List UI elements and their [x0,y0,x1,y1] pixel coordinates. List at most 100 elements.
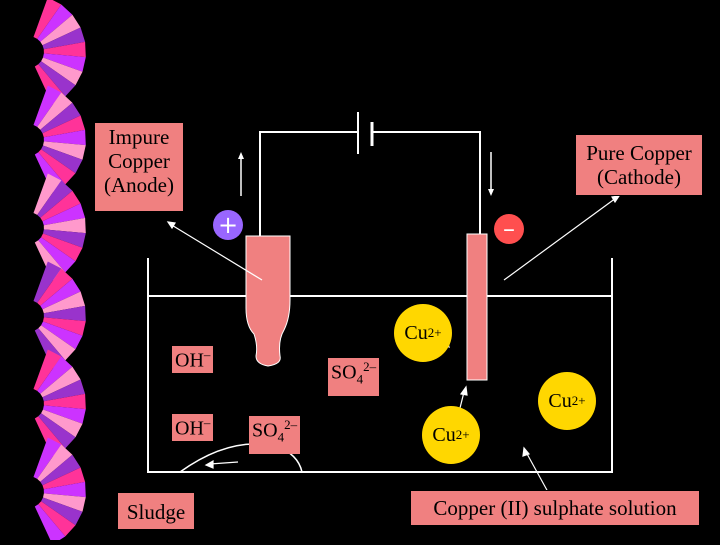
sulphate-ion-1: SO42– [328,358,380,396]
anode-electrode [245,235,291,367]
sludge-label-text: Sludge [126,500,186,524]
border-ribbon-segment [43,217,86,234]
sludge-label: Sludge [117,492,195,530]
cathode-electrode [466,233,488,381]
ion-subscript: 4 [277,429,285,445]
solution-label: Copper (II) sulphate solution [410,490,700,526]
border-ribbon-segment [33,85,62,127]
border-ribbon-segment [41,497,83,526]
border-ribbon-segment [43,481,86,498]
ion-subscript: 4 [356,371,364,387]
anode-plus-sign: + [213,210,243,240]
border-ribbon-segment [41,409,83,438]
pointer-lines [166,195,621,493]
ion-charge: 2+ [571,393,586,408]
border-ribbon-segment [43,493,86,512]
ion-charge: – [203,415,211,430]
border-ribbon-segment [43,141,86,160]
hydroxide-ion-1: OH– [172,346,214,373]
border-ribbon-segment [43,129,86,146]
border-ribbon-segment [38,237,76,273]
border-ribbon-segment [38,501,76,537]
ion-charge: 2+ [427,325,442,340]
circuit-wire [259,131,481,236]
ion-symbol: SO [331,361,357,384]
ion-charge: 2– [363,359,377,374]
ion-symbol: Cu [432,423,456,446]
border-ribbon-segment [33,0,62,39]
cathode-minus-sign: – [494,214,524,244]
ion-symbol: SO [252,419,278,442]
border-ribbon-segment [37,356,73,394]
border-ribbon-segment [34,504,66,545]
ion-symbol: OH [175,417,204,440]
anode-pointer [169,223,263,281]
ion-symbol: Cu [548,389,572,412]
border-ribbon-segment [42,203,86,226]
minus-symbol: – [503,215,515,243]
border-ribbon-segment [33,437,62,479]
border-ribbon-segment [43,41,86,58]
border-ribbon-segment [41,145,83,174]
border-ribbon-segment [42,27,86,50]
solution-pointer [525,451,549,493]
ion-symbol: OH [175,349,204,372]
solution-label-text: Copper (II) sulphate solution [433,496,677,520]
border-ribbon-segment [40,454,81,486]
plus-symbol: + [217,211,239,239]
electron-flow-down-arrow [488,152,494,196]
anode-label-line-1: Impure [108,125,170,149]
border-ribbon-segment [40,102,81,134]
cathode-label: Pure Copper (Cathode) [575,134,703,196]
ion-charge: 2+ [455,427,470,442]
hydroxide-ion-2: OH– [172,414,214,441]
border-ribbon-segment [40,14,81,46]
sludge-pointer [209,461,239,465]
border-ribbon-segment [43,405,86,424]
border-ribbon-segment [37,92,73,130]
anode-label-line-3: (Anode) [104,173,174,197]
ion-charge: 2– [284,417,298,432]
cathode-label-line-1: Pure Copper [586,141,692,165]
anode-label-line-2: Copper [108,149,170,173]
border-ribbon-segment [41,321,83,350]
sulphate-ion-2: SO42– [249,416,301,454]
border-ribbon-segment [41,233,83,262]
border-ribbon-segment [40,366,81,398]
border-ribbon-segment [37,268,73,306]
anode-label: Impure Copper (Anode) [94,122,184,212]
border-ribbon-segment [38,149,76,185]
border-ribbon-segment [42,291,86,314]
border-ribbon-segment [37,4,73,42]
cathode-label-line-2: (Cathode) [597,165,681,189]
border-ribbon-segment [43,393,86,410]
border-ribbon-segment [33,261,62,303]
border-ribbon-segment [40,278,81,310]
border-ribbon-segment [33,173,62,215]
border-ribbon-segment [42,379,86,402]
border-ribbon-segment [33,349,62,391]
border-ribbon-segment [42,467,86,490]
border-ribbon-segment [38,413,76,449]
cathode-pointer [503,197,617,281]
electron-flow-up-arrow [238,152,244,196]
border-ribbon-segment [42,115,86,138]
ion-symbol: Cu [404,321,428,344]
electrolysis-tank [147,258,613,473]
border-ribbon-segment [37,180,73,218]
border-ribbon-segment [43,53,86,72]
border-ribbon-segment [43,229,86,248]
border-ribbon-segment [40,190,81,222]
decorative-border [33,0,86,545]
border-ribbon-segment [41,57,83,86]
border-ribbon-segment [37,444,73,482]
ion-charge: – [203,347,211,362]
border-ribbon-segment [38,61,76,97]
border-ribbon-segment [38,325,76,361]
border-ribbon-segment [43,317,86,336]
